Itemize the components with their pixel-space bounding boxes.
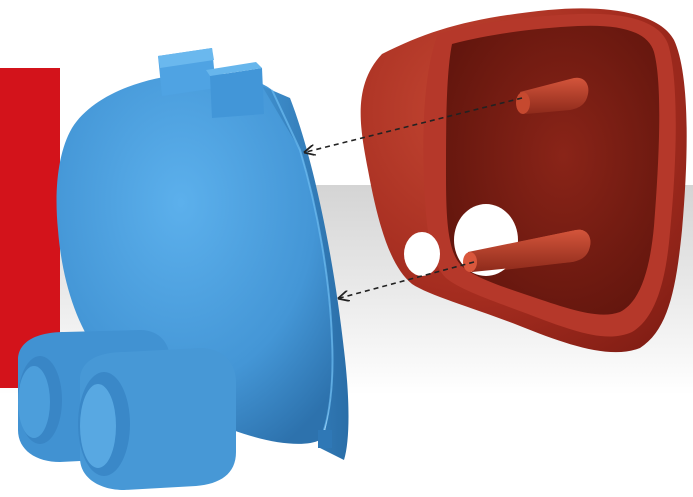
cap-hole-small <box>404 232 440 276</box>
blue-housing-part <box>18 48 349 490</box>
